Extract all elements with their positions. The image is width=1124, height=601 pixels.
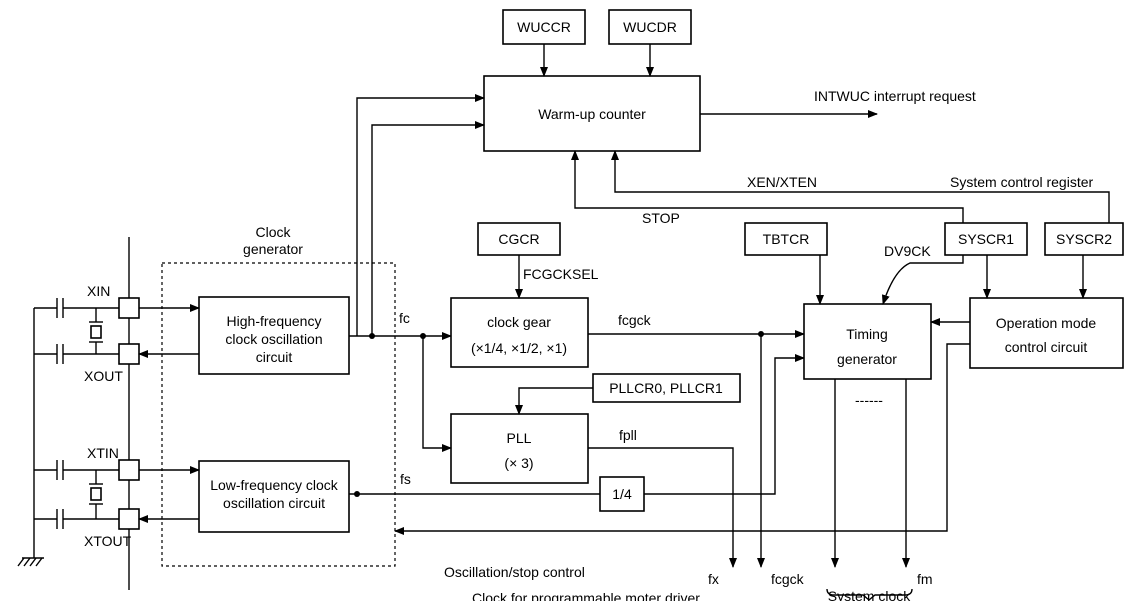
svg-text:Low-frequency clock: Low-frequency clock — [210, 477, 339, 493]
svg-text:Timing: Timing — [846, 326, 888, 342]
svg-text:circuit: circuit — [256, 349, 293, 365]
svg-text:High-frequency: High-frequency — [227, 313, 322, 329]
wuccr-register: WUCCR — [502, 9, 586, 45]
high-frequency-oscillation-block: High-frequency clock oscillation circuit — [198, 296, 350, 375]
fcgck-output-label: fcgck — [771, 571, 805, 587]
svg-text:WUCCR: WUCCR — [517, 19, 571, 35]
fc-label: fc — [399, 310, 410, 326]
stop-label: STOP — [642, 210, 680, 226]
timing-generator-block: Timing generator — [803, 303, 932, 380]
xtout-pin — [118, 508, 140, 530]
xout-pin — [118, 343, 140, 365]
syscr1-register: SYSCR1 — [944, 222, 1028, 256]
system-clock-label: System clock — [828, 588, 911, 601]
cgcr-register: CGCR — [477, 222, 561, 256]
clock-gear-block: clock gear (×1/4, ×1/2, ×1) — [450, 297, 589, 368]
fm-label: fm — [917, 571, 933, 587]
xtin-pin — [118, 459, 140, 481]
svg-text:SYSCR1: SYSCR1 — [958, 231, 1014, 247]
osc-stop-label: Oscillation/stop control — [444, 564, 585, 580]
fpll-label: fpll — [619, 427, 637, 443]
fcgcksel-label: FCGCKSEL — [523, 266, 599, 282]
xen-xten-label: XEN/XTEN — [747, 174, 817, 190]
xtout-label: XTOUT — [84, 533, 132, 549]
svg-text:control circuit: control circuit — [1005, 339, 1088, 355]
svg-text:generator: generator — [837, 351, 897, 367]
tbtcr-register: TBTCR — [744, 222, 828, 256]
clock-generator-label-1: Clock — [255, 224, 291, 240]
svg-text:Warm-up counter: Warm-up counter — [538, 106, 646, 122]
external-crystal-circuit — [17, 237, 130, 590]
svg-text:PLL: PLL — [507, 430, 532, 446]
fs-label: fs — [400, 471, 411, 487]
fcgck-label: fcgck — [618, 312, 652, 328]
system-control-register-label: System control register — [950, 174, 1093, 190]
fx-label: fx — [708, 571, 719, 587]
operation-mode-block: Operation mode control circuit — [969, 297, 1124, 369]
clock-generator-label-2: generator — [243, 241, 303, 257]
svg-text:CGCR: CGCR — [498, 231, 539, 247]
xin-label: XIN — [87, 283, 110, 299]
intwuc-label: INTWUC interrupt request — [814, 88, 976, 104]
system-clock-brace — [826, 588, 913, 601]
dv9ck-label: DV9CK — [884, 243, 931, 259]
syscr2-register: SYSCR2 — [1044, 222, 1124, 256]
svg-text:1/4: 1/4 — [612, 486, 632, 502]
divider-block: 1/4 — [599, 476, 645, 512]
xtin-label: XTIN — [87, 445, 119, 461]
svg-text:oscillation circuit: oscillation circuit — [223, 495, 325, 511]
dots-label: ------ — [855, 392, 883, 408]
svg-text:TBTCR: TBTCR — [763, 231, 810, 247]
xout-label: XOUT — [84, 368, 123, 384]
svg-text:Operation mode: Operation mode — [996, 315, 1097, 331]
svg-text:(× 3): (× 3) — [504, 455, 533, 471]
pll-block: PLL (× 3) — [450, 413, 589, 484]
moter-clock-label: Clock for programmable moter driver — [472, 590, 700, 601]
svg-text:PLLCR0, PLLCR1: PLLCR0, PLLCR1 — [609, 380, 723, 396]
svg-text:clock oscillation: clock oscillation — [225, 331, 322, 347]
pllcr-register: PLLCR0, PLLCR1 — [592, 373, 741, 403]
svg-text:SYSCR2: SYSCR2 — [1056, 231, 1112, 247]
low-frequency-oscillation-block: Low-frequency clock oscillation circuit — [198, 460, 350, 533]
svg-text:(×1/4, ×1/2, ×1): (×1/4, ×1/2, ×1) — [471, 340, 567, 356]
svg-text:WUCDR: WUCDR — [623, 19, 677, 35]
warm-up-counter-block: Warm-up counter — [483, 75, 701, 152]
clock-generator-group — [161, 262, 396, 567]
xin-pin — [118, 297, 140, 319]
svg-text:clock gear: clock gear — [487, 314, 551, 330]
wucdr-register: WUCDR — [608, 9, 692, 45]
